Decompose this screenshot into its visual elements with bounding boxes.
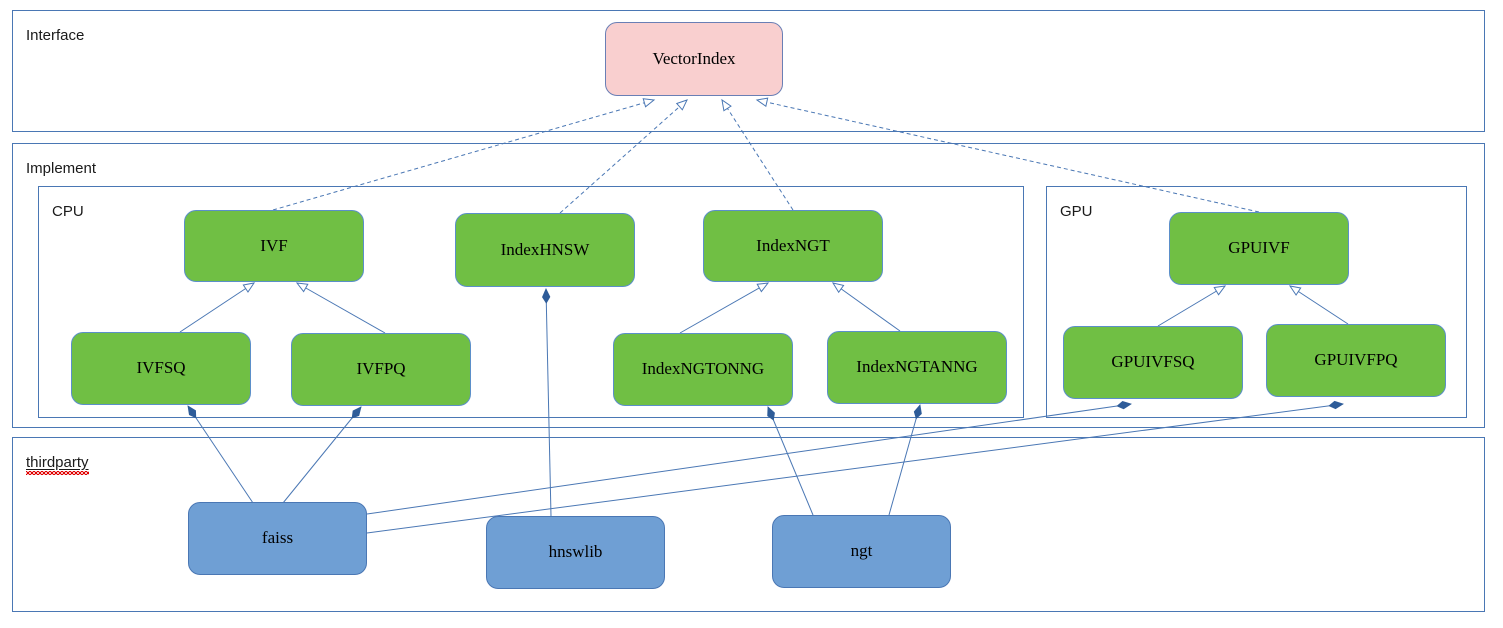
group-gpu: [1046, 186, 1467, 418]
node-gpuivfpq[interactable]: GPUIVFPQ: [1266, 324, 1446, 397]
node-vectorindex[interactable]: VectorIndex: [605, 22, 783, 96]
node-ivfpq[interactable]: IVFPQ: [291, 333, 471, 406]
group-cpu: [38, 186, 1024, 418]
node-indexngtonng[interactable]: IndexNGTONNG: [613, 333, 793, 406]
edge-composition: [282, 406, 362, 504]
edge-composition: [767, 406, 814, 516]
edge-composition: [888, 404, 922, 516]
edge-realization: [272, 98, 656, 211]
node-ivfsq[interactable]: IVFSQ: [71, 332, 251, 405]
edge-generalization: [179, 282, 256, 333]
node-indexhnsw[interactable]: IndexHNSW: [455, 213, 635, 287]
group-implement: [12, 143, 1485, 428]
edge-generalization: [831, 282, 901, 332]
edge-generalization: [295, 282, 386, 334]
group-interface: [12, 10, 1485, 132]
group-thirdparty: [12, 437, 1485, 612]
edge-generalization: [1288, 285, 1349, 325]
edge-realization: [755, 97, 1260, 213]
edge-generalization: [679, 282, 770, 334]
group-label-implement: Implement: [26, 160, 97, 177]
node-indexngt[interactable]: IndexNGT: [703, 210, 883, 282]
group-label-gpu: GPU: [1060, 203, 1093, 220]
edge-generalization: [1157, 285, 1227, 327]
node-ivf[interactable]: IVF: [184, 210, 364, 282]
group-label-interface: Interface: [26, 27, 85, 44]
node-faiss[interactable]: faiss: [188, 502, 367, 575]
node-hnswlib[interactable]: hnswlib: [486, 516, 665, 589]
edge-composition: [366, 401, 1132, 515]
edge-composition: [187, 405, 254, 504]
edge-realization: [559, 99, 688, 214]
group-label-thirdparty: thirdparty: [26, 454, 89, 471]
group-label-cpu: CPU: [52, 203, 84, 220]
node-ngt[interactable]: ngt: [772, 515, 951, 588]
node-gpuivf[interactable]: GPUIVF: [1169, 212, 1349, 285]
spellcheck-underline-icon: [26, 471, 89, 475]
edge-composition: [542, 288, 552, 517]
node-gpuivfsq[interactable]: GPUIVFSQ: [1063, 326, 1243, 399]
node-indexngtanng[interactable]: IndexNGTANNG: [827, 331, 1007, 404]
edge-composition: [366, 400, 1344, 534]
edge-realization: [721, 98, 794, 211]
